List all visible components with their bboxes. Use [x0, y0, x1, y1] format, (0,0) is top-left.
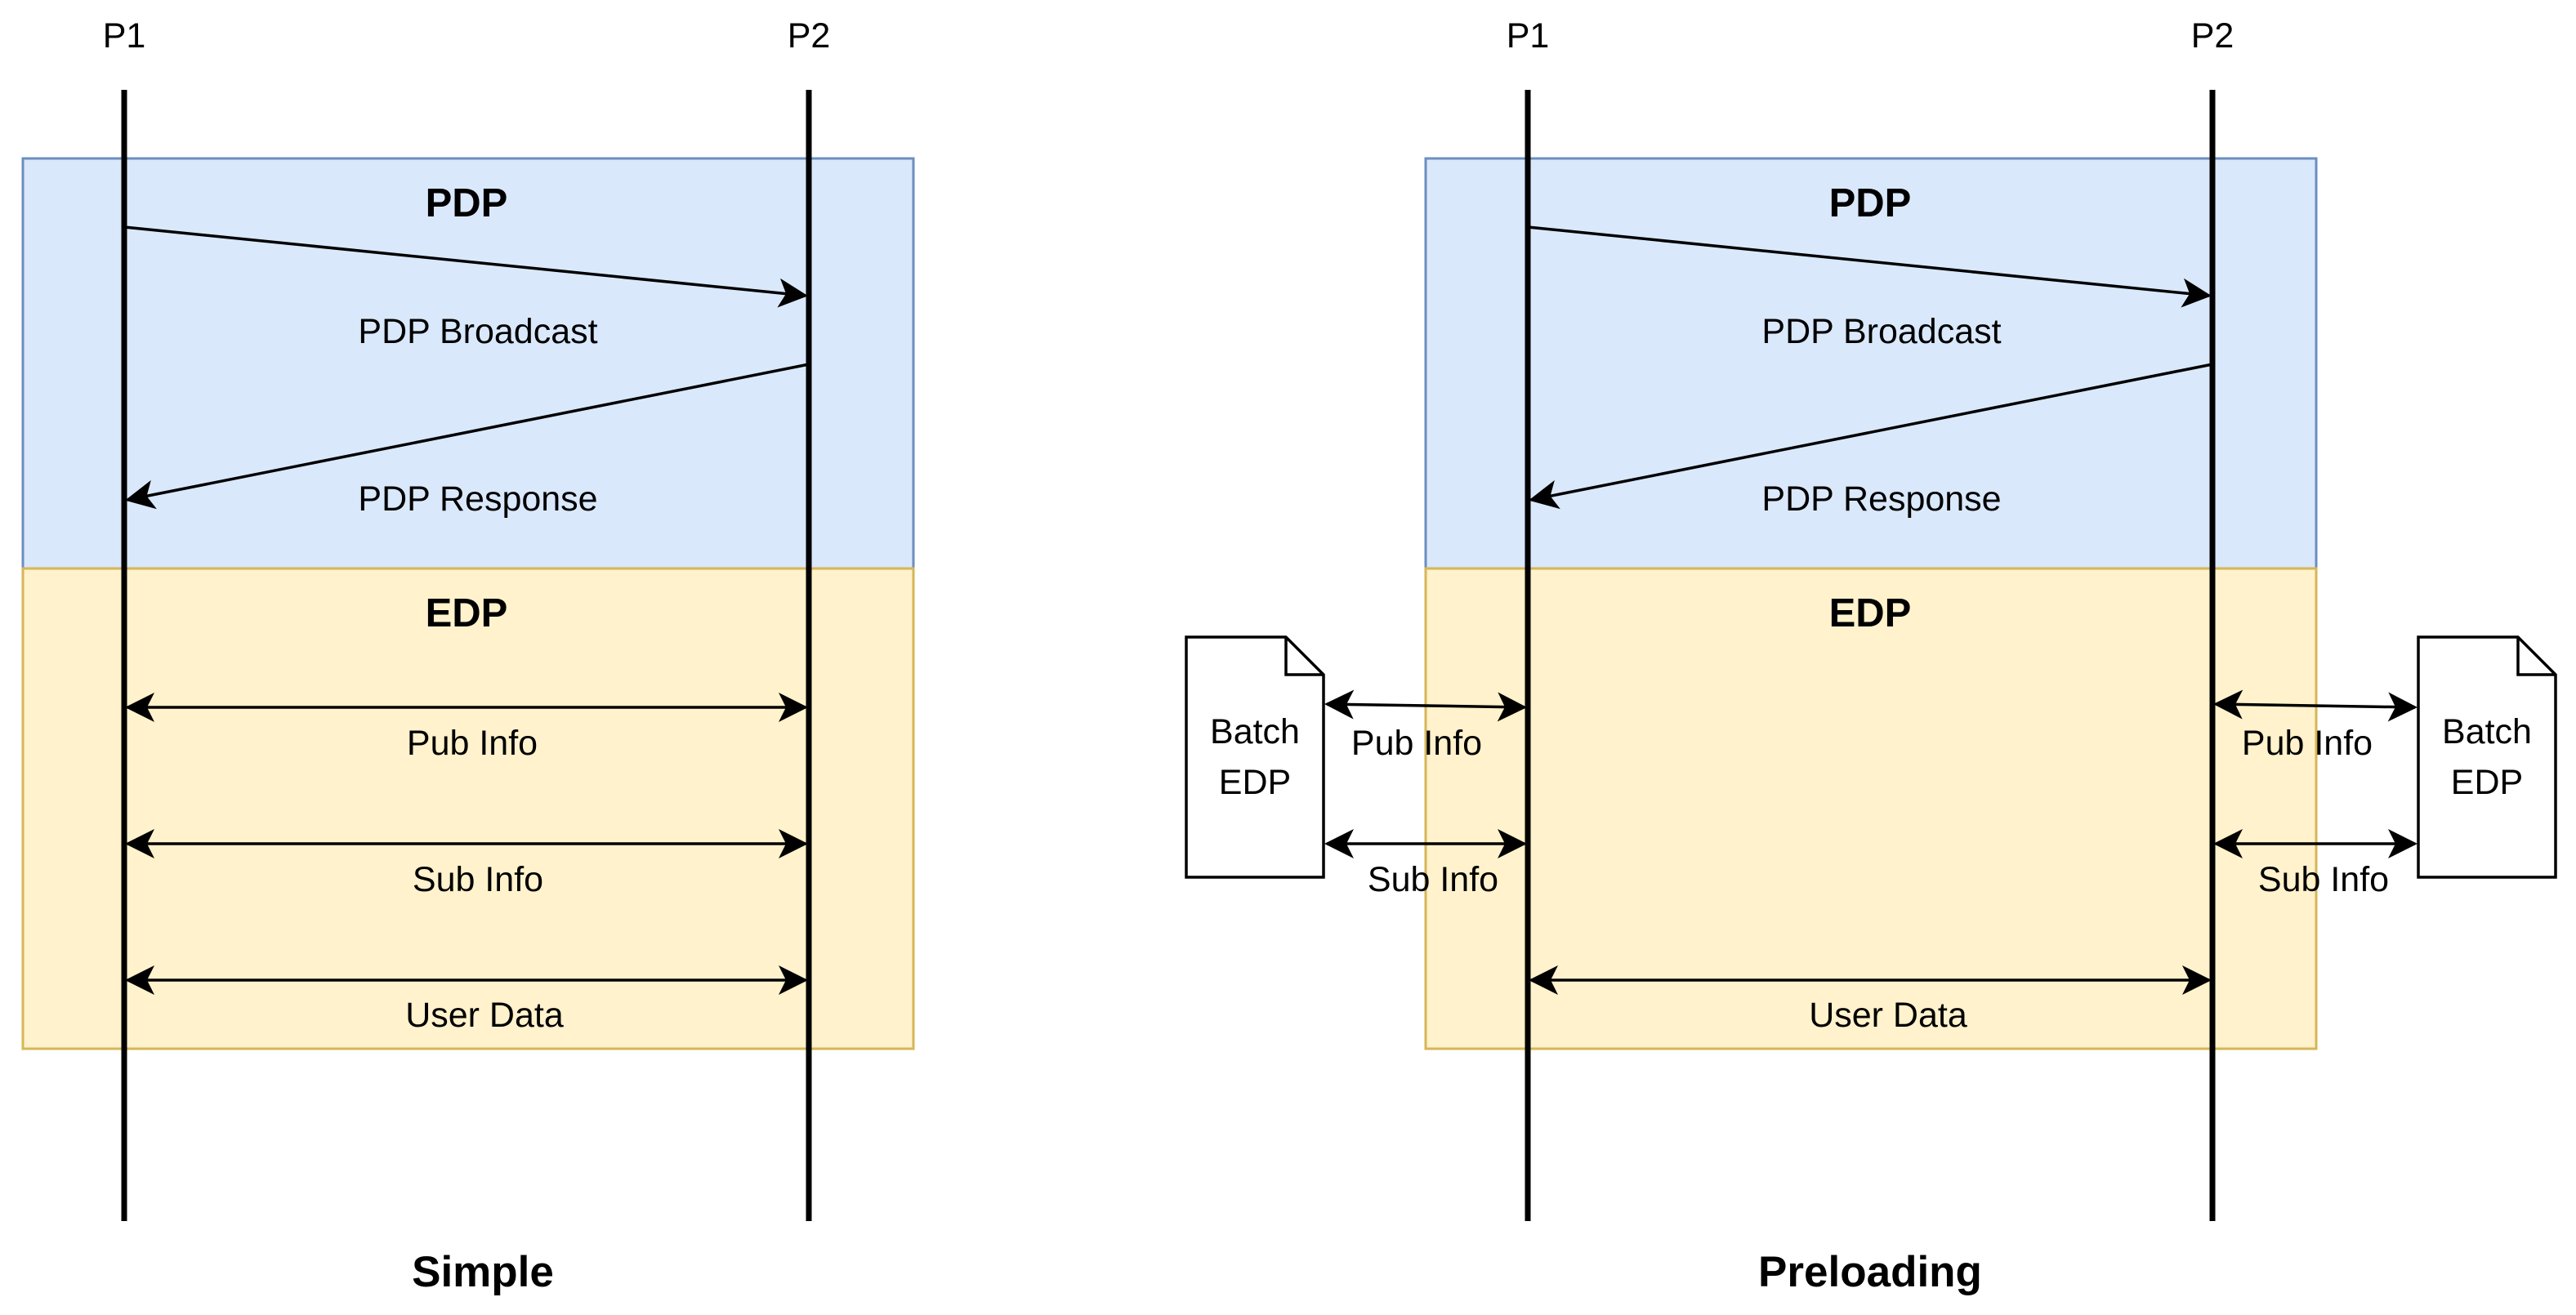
batch-edp-label-line2: EDP: [2451, 763, 2523, 802]
diagram-caption: Preloading: [1758, 1248, 1982, 1296]
pdp-title: PDP: [426, 181, 508, 225]
pdp-region: [1424, 157, 2318, 570]
pdp-broadcast-arrow: [1527, 225, 2212, 308]
pdp-title: PDP: [1829, 181, 1912, 225]
edp-region: [21, 567, 915, 1050]
pdp-response-arrow: [1529, 363, 2213, 510]
edp-title: EDP: [426, 591, 508, 635]
participant-label-p1: P1: [103, 16, 146, 56]
pdp-response-label: PDP Response: [358, 479, 597, 519]
participant-label-p2: P2: [788, 16, 831, 56]
edp-title: EDP: [1829, 591, 1912, 635]
user-data-label: User Data: [405, 996, 564, 1035]
diagram-caption: Simple: [412, 1248, 554, 1296]
sub-info-label-right: Sub Info: [2258, 860, 2389, 899]
pdp-response-label: PDP Response: [1761, 479, 2001, 519]
pdp-broadcast-label: PDP Broadcast: [358, 312, 597, 351]
simple-diagram: P1 P2 PDP PDP Broadcast PDP Response EDP…: [21, 16, 915, 1296]
user-data-label: User Data: [1809, 996, 1967, 1035]
pub-info-arrow-left: [1324, 689, 1527, 722]
batch-edp-document-right: Batch EDP: [2417, 635, 2557, 879]
batch-edp-label-line1: Batch: [2442, 712, 2532, 751]
participant-label-p2: P2: [2191, 16, 2234, 56]
sub-info-label: Sub Info: [413, 860, 543, 899]
pub-info-label-right: Pub Info: [2242, 724, 2373, 763]
pdp-response-arrow: [125, 363, 810, 510]
pub-info-label-left: Pub Info: [1351, 724, 1482, 763]
edp-region: [1424, 567, 2318, 1050]
pdp-region: [21, 157, 915, 570]
participant-label-p1: P1: [1507, 16, 1550, 56]
batch-edp-label-line1: Batch: [1210, 712, 1300, 751]
pdp-broadcast-arrow: [123, 225, 808, 308]
pub-info-label: Pub Info: [407, 724, 538, 763]
pdp-broadcast-label: PDP Broadcast: [1761, 312, 2001, 351]
batch-edp-label-line2: EDP: [1219, 763, 1291, 802]
sub-info-label-left: Sub Info: [1368, 860, 1498, 899]
preloading-diagram: P1 P2 PDP PDP Broadcast PDP Response EDP…: [1185, 16, 2557, 1296]
batch-edp-document-left: Batch EDP: [1185, 635, 1325, 879]
pub-info-arrow-right: [2213, 689, 2418, 722]
